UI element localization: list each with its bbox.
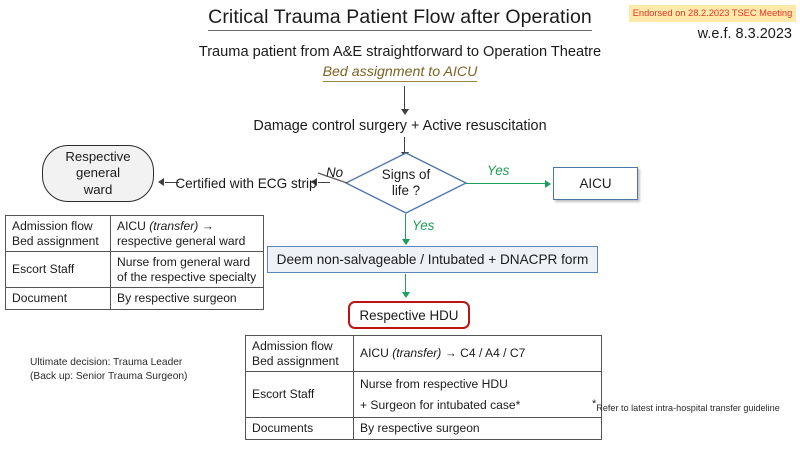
node-aicu[interactable]: AICU (553, 167, 638, 200)
transfer-guideline-footnote: *Refer to latest intra-hospital transfer… (592, 398, 797, 414)
table-row: Escort Staff Nurse from respective HDU +… (245, 371, 602, 419)
cell-value-line2: + Surgeon for intubated case* (360, 397, 521, 412)
connector-intro-to-damage (404, 86, 406, 110)
cell-value-line2: of the respective specialty (117, 269, 257, 284)
cell-key-line2: Bed assignment (252, 353, 339, 368)
arrow-ecg-to-ward (158, 178, 164, 186)
decision-label: Signs of life ? (345, 167, 467, 199)
hdu-label: Respective HDU (359, 307, 459, 323)
cell-key: Admission flow Bed assignment (245, 334, 354, 373)
connector-no-diagonal (317, 172, 348, 184)
cell-value-line2: respective general ward (117, 233, 246, 248)
value-prefix: AICU (360, 346, 393, 361)
decision-label-line1: Signs of (381, 167, 431, 182)
connector-damage-to-decision (404, 137, 406, 155)
value-italic: (transfer) (149, 219, 199, 233)
cell-value: AICU (transfer) → respective general war… (110, 214, 264, 253)
table-row: Document By respective surgeon (5, 287, 264, 310)
aicu-label: AICU (579, 176, 612, 191)
page-title-text: Critical Trauma Patient Flow after Opera… (208, 6, 592, 31)
node-dnacpr[interactable]: Deem non-salvageable / Intubated + DNACP… (267, 246, 598, 273)
intro-line: Trauma patient from A&E straightforward … (198, 44, 602, 60)
endorsed-badge-text: Endorsed on 28.2.2023 TSEC Meeting (632, 8, 793, 18)
general-ward-line1: Respective (65, 148, 131, 164)
cell-value: AICU (transfer) → C4 / A4 / C7 (353, 334, 602, 373)
footnote-star: * (592, 398, 597, 410)
footnote-text: Refer to latest intra-hospital transfer … (596, 403, 780, 414)
bed-assignment-line: Bed assignment to AICU (0, 64, 800, 82)
cell-key-line1: Admission flow (12, 219, 93, 233)
cell-key-line2: Bed assignment (12, 233, 99, 248)
table-row: Admission flow Bed assignment AICU (tran… (5, 214, 264, 253)
value-prefix: AICU (117, 219, 150, 233)
connector-yes-to-aicu (466, 183, 546, 185)
cell-value: Nurse from respective HDU + Surgeon for … (353, 371, 602, 419)
ultimate-decision-line1: Ultimate decision: Trauma Leader (30, 357, 183, 368)
cell-key: Documents (245, 417, 354, 440)
cell-value-line1: Nurse from respective HDU (360, 377, 508, 392)
connector-ecg-to-ward (165, 182, 179, 184)
node-respective-hdu[interactable]: Respective HDU (348, 301, 470, 329)
branch-label-no: No (326, 165, 344, 180)
general-ward-line2: general (76, 165, 120, 181)
hdu-transfer-table: Admission flow Bed assignment AICU (tran… (245, 334, 602, 440)
arrow-no-to-ecg (311, 178, 317, 186)
cell-key-line1: Admission flow (252, 339, 333, 353)
table-row: Escort Staff Nurse from general ward of … (5, 251, 264, 289)
branch-label-yes-right: Yes (487, 163, 510, 178)
cell-value: By respective surgeon (353, 417, 602, 440)
arrow-decision-to-dnacpr-head (401, 239, 410, 245)
value-suffix: → (198, 219, 214, 233)
branch-label-yes-down: Yes (412, 218, 435, 233)
ultimate-decision-note: Ultimate decision: Trauma Leader (Back u… (30, 356, 240, 383)
table-row: Admission flow Bed assignment AICU (tran… (245, 334, 602, 373)
damage-control-line: Damage control surgery + Active resuscit… (253, 118, 547, 134)
bed-assignment-text: Bed assignment to AICU (322, 64, 478, 82)
decision-diamond[interactable] (345, 152, 467, 214)
arrow-intro-to-damage (400, 109, 409, 115)
wef-note: w.e.f. 8.3.2023 (697, 26, 792, 42)
connector-no-to-ecg (318, 182, 330, 184)
cell-value: By respective surgeon (110, 287, 264, 310)
table-row: Documents By respective surgeon (245, 417, 602, 440)
cell-key: Escort Staff (5, 251, 111, 289)
decision-label-line2: life ? (391, 183, 421, 198)
general-ward-transfer-table: Admission flow Bed assignment AICU (tran… (5, 214, 264, 310)
dnacpr-label: Deem non-salvageable / Intubated + DNACP… (276, 252, 589, 267)
page-title: Critical Trauma Patient Flow after Opera… (0, 6, 800, 31)
cell-value-line1: Nurse from general ward (117, 255, 251, 270)
node-respective-general-ward[interactable]: Respective general ward (42, 145, 154, 202)
endorsed-badge: Endorsed on 28.2.2023 TSEC Meeting (629, 5, 796, 22)
general-ward-line3: ward (83, 181, 113, 197)
connector-dnacpr-to-hdu (405, 274, 407, 294)
value-italic: (transfer) (392, 346, 442, 361)
arrow-yes-to-aicu (545, 179, 551, 188)
cell-value-line1: AICU (transfer) → (117, 219, 257, 234)
ultimate-decision-line2: (Back up: Senior Trauma Surgeon) (30, 370, 188, 382)
cell-key: Admission flow Bed assignment (5, 214, 111, 253)
cell-key: Escort Staff (245, 371, 354, 419)
ecg-certified-label: Certified with ECG strip (175, 176, 317, 191)
cell-value: Nurse from general ward of the respectiv… (110, 251, 264, 289)
connector-decision-to-dnacpr (405, 214, 407, 240)
cell-key: Document (5, 287, 111, 310)
value-suffix: → C4 / A4 / C7 (441, 346, 526, 361)
arrow-dnacpr-to-hdu (401, 292, 410, 298)
